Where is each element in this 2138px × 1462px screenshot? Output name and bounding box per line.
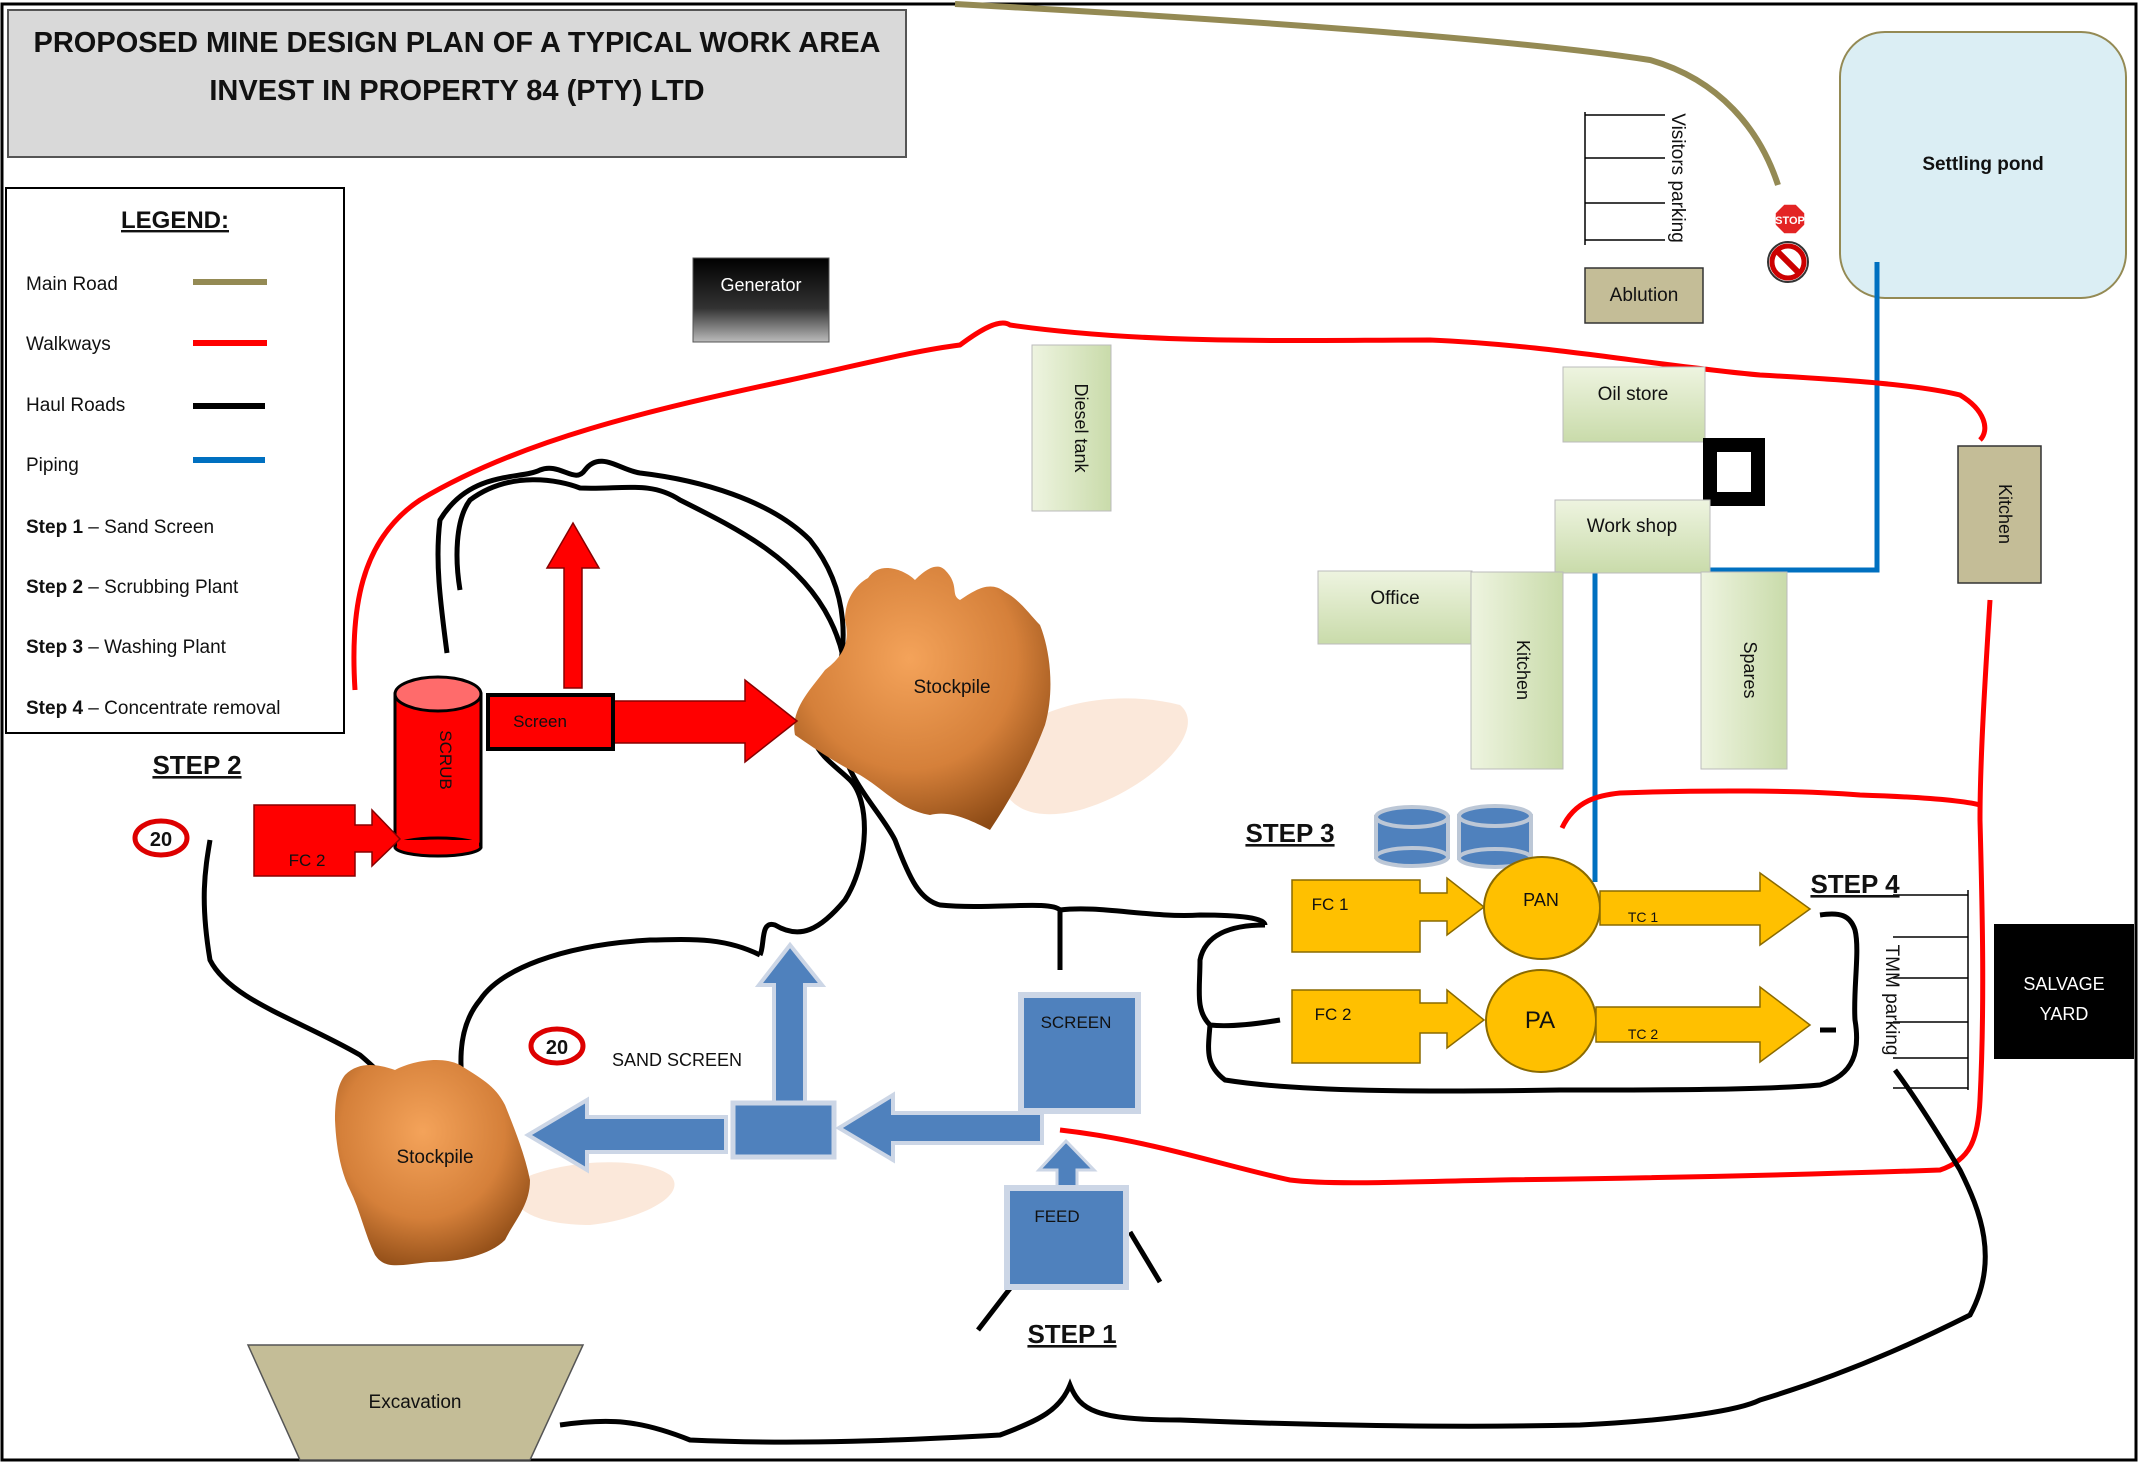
kitchen-building-center: Kitchen	[1470, 571, 1564, 770]
fc2-red-shape	[253, 804, 402, 877]
step4-heading: STEP 4	[1810, 869, 1900, 899]
stop-sign-label: STOP	[1775, 215, 1805, 227]
diesel-tank: Diesel tank	[1031, 344, 1112, 512]
tank-icon-1	[1374, 805, 1450, 868]
feed-box	[1004, 1185, 1129, 1290]
stop-sign: STOP	[1774, 203, 1806, 235]
visitors-parking: Visitors parking	[1584, 112, 1688, 245]
tmm-parking-label: TMM parking	[1881, 945, 1902, 1056]
legend-step-1: Step 1 – Sand Screen	[26, 517, 214, 538]
tc2-arrow	[1595, 985, 1812, 1064]
legend-heading: LEGEND:	[121, 207, 229, 234]
arrow-up-red	[545, 521, 601, 689]
stockpile-bottom: Stockpile	[335, 1060, 675, 1266]
spares-label: Spares	[1740, 641, 1760, 698]
pan-label: PAN	[1523, 890, 1559, 910]
office: Office	[1317, 570, 1473, 645]
legend-haul-roads-label: Haul Roads	[26, 395, 125, 416]
tmm-parking: TMM parking	[1881, 890, 1969, 1090]
visitors-parking-label: Visitors parking	[1667, 113, 1688, 243]
legend-step-4: Step 4 – Concentrate removal	[26, 698, 281, 719]
square-marker	[1703, 438, 1765, 506]
excavation: Excavation	[246, 1344, 585, 1461]
walkway-right	[1059, 599, 1993, 1186]
step1-sand-screen-plant: SAND SCREEN SCREEN FEED	[524, 941, 1141, 1290]
salvage-yard-label-2: YARD	[2040, 1004, 2089, 1024]
arrow-left-blue-1	[524, 1096, 728, 1174]
oil-store-label: Oil store	[1598, 384, 1669, 405]
kitchen-building-right: Kitchen	[1957, 445, 2042, 584]
generator: Generator	[692, 257, 830, 343]
kitchen-right-label: Kitchen	[1995, 484, 2015, 544]
pa-label: PA	[1525, 1007, 1555, 1034]
title-line-1: PROPOSED MINE DESIGN PLAN OF A TYPICAL W…	[34, 27, 881, 59]
fc2-label: FC 2	[1315, 1005, 1352, 1024]
arrow-up-blue	[754, 941, 827, 1105]
work-shop: Work shop	[1554, 499, 1711, 574]
scrub-label: SCRUB	[436, 730, 455, 790]
tank-icon-2	[1457, 804, 1533, 869]
legend: LEGEND: Main Road Walkways Haul Roads Pi…	[5, 187, 345, 734]
screen-blue-box	[1018, 992, 1141, 1114]
stockpile-bottom-label: Stockpile	[396, 1147, 473, 1168]
fc1-label: FC 1	[1312, 895, 1349, 914]
arrow-left-blue-2	[835, 1091, 1044, 1164]
screen-red-label: Screen	[513, 712, 567, 731]
speed-limit-2-text: 20	[546, 1037, 568, 1059]
generator-label: Generator	[720, 275, 801, 295]
work-shop-label: Work shop	[1587, 516, 1677, 537]
screen-red-box	[486, 693, 615, 751]
sand-screen-box	[730, 1100, 837, 1160]
legend-walkways-label: Walkways	[26, 334, 111, 355]
diesel-tank-label: Diesel tank	[1071, 383, 1091, 473]
fc1-shape	[1291, 876, 1486, 953]
ablution-label: Ablution	[1610, 285, 1679, 306]
main-road	[954, 1, 1781, 186]
fc2-shape	[1291, 988, 1486, 1064]
oil-store: Oil store	[1562, 366, 1706, 443]
scrub-cylinder: SCRUB	[393, 675, 483, 858]
tc1-arrow	[1599, 871, 1812, 947]
speed-limit-sign-1: 20	[132, 818, 190, 858]
walkway-step3	[1559, 788, 1981, 830]
office-label: Office	[1370, 588, 1419, 609]
title-line-2: INVEST IN PROPERTY 84 (PTY) LTD	[209, 75, 704, 107]
ablution: Ablution	[1584, 267, 1704, 324]
no-entry-icon	[1767, 241, 1809, 283]
legend-main-road-label: Main Road	[26, 274, 118, 295]
step1-heading: STEP 1	[1027, 1319, 1116, 1349]
step2-heading: STEP 2	[152, 750, 241, 780]
settling-pond-label: Settling pond	[1922, 154, 2043, 175]
excavation-label: Excavation	[369, 1392, 462, 1413]
stockpile-top-label: Stockpile	[913, 677, 990, 698]
title-box: PROPOSED MINE DESIGN PLAN OF A TYPICAL W…	[7, 9, 907, 158]
tc1-label: TC 1	[1628, 909, 1659, 925]
fc2-red-label: FC 2	[289, 851, 326, 870]
feed-label: FEED	[1034, 1207, 1079, 1226]
speed-limit-sign-2: 20	[528, 1026, 586, 1066]
step3-washing-plant: FC 1 PAN TC 1 FC 2 PA TC 2	[1291, 804, 1812, 1073]
legend-piping-label: Piping	[26, 455, 79, 476]
kitchen-center-label: Kitchen	[1513, 640, 1533, 700]
speed-limit-1-text: 20	[150, 829, 172, 851]
screen-blue-label: SCREEN	[1041, 1013, 1112, 1032]
salvage-yard: SALVAGE YARD	[1994, 924, 2134, 1059]
step3-heading: STEP 3	[1245, 818, 1334, 848]
legend-step-3: Step 3 – Washing Plant	[26, 637, 227, 658]
stockpile-top: Stockpile	[794, 566, 1188, 830]
arrow-right-red	[613, 678, 799, 764]
salvage-yard-label-1: SALVAGE	[2023, 974, 2104, 994]
settling-pond: Settling pond	[1839, 31, 2127, 299]
tc2-label: TC 2	[1628, 1026, 1659, 1042]
spares: Spares	[1700, 571, 1788, 770]
sand-screen-label: SAND SCREEN	[612, 1050, 742, 1070]
legend-step-2: Step 2 – Scrubbing Plant	[26, 577, 239, 598]
step2-scrubbing-plant: Screen SCRUB FC 2	[253, 521, 799, 877]
walkway-loop	[351, 320, 1988, 691]
